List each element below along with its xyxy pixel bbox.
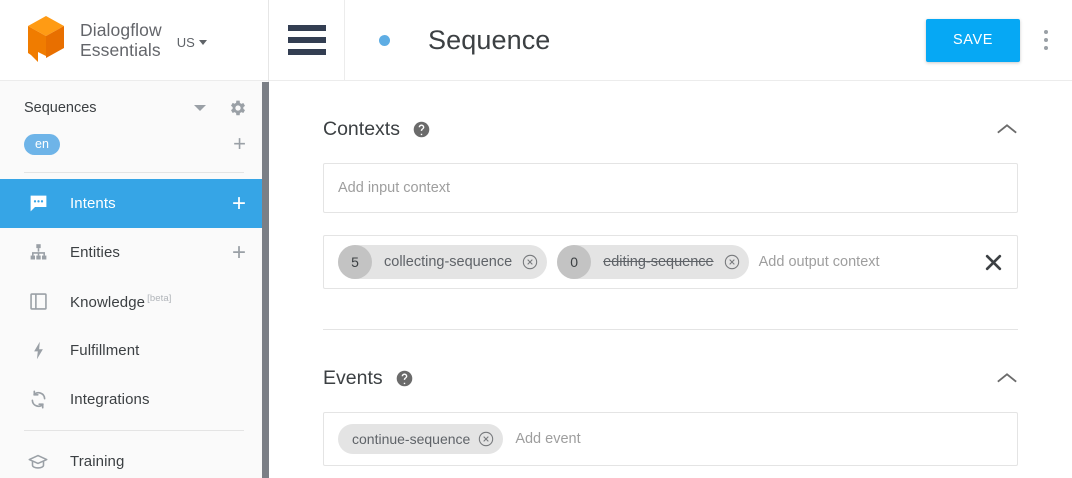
sidebar-scrollbar[interactable]: [262, 82, 269, 478]
sidebar-divider-2: [24, 430, 244, 431]
beta-badge: [beta]: [147, 292, 172, 304]
gear-icon[interactable]: [228, 98, 248, 118]
hamburger-menu-icon[interactable]: [269, 0, 345, 81]
events-field[interactable]: continue-sequence Add event: [323, 412, 1018, 466]
content-area: Contexts Add input context: [269, 81, 1072, 466]
title-area: Sequence: [345, 25, 926, 56]
sidebar-divider: [24, 172, 244, 173]
chip-lifespan-count[interactable]: 0: [557, 245, 592, 279]
sidebar-item-training[interactable]: Training: [0, 437, 268, 478]
context-chip[interactable]: 5 collecting-sequence: [338, 245, 548, 279]
chip-remove-icon[interactable]: [522, 254, 538, 270]
sidebar-item-label: Knowledge[beta]: [70, 293, 172, 311]
input-context-placeholder: Add input context: [338, 180, 451, 196]
sidebar-item-label: Fulfillment: [70, 342, 140, 359]
help-circle-icon[interactable]: [413, 121, 430, 138]
brand-name: Dialogflow Essentials: [80, 20, 162, 60]
training-cap-icon: [26, 451, 50, 473]
save-button[interactable]: SAVE: [926, 18, 1020, 62]
sidebar: Dialogflow Essentials US Sequences en +: [0, 0, 269, 478]
close-x-icon[interactable]: [984, 253, 1003, 272]
agent-name[interactable]: Sequences: [24, 99, 97, 116]
chevron-up-icon[interactable]: [996, 122, 1018, 136]
chevron-up-icon[interactable]: [996, 371, 1018, 385]
output-chip-row: 5 collecting-sequence 0 editing-sequence: [338, 245, 1003, 279]
integrations-refresh-icon: [26, 389, 50, 410]
caret-down-icon: [198, 39, 207, 45]
section-title: Events: [323, 366, 383, 389]
sidebar-item-label: Training: [70, 453, 125, 470]
page-title: Sequence: [428, 24, 551, 55]
language-row: en +: [0, 125, 268, 163]
section-divider: [323, 329, 1018, 330]
sidebar-item-integrations[interactable]: Integrations: [0, 375, 268, 424]
input-context-field[interactable]: Add input context: [323, 163, 1018, 213]
add-language-plus-icon[interactable]: +: [233, 131, 246, 156]
chip-label: collecting-sequence: [384, 254, 513, 270]
region-selector[interactable]: US: [177, 35, 207, 50]
sidebar-item-fulfillment[interactable]: Fulfillment: [0, 326, 268, 375]
agent-selector-row: Sequences: [0, 90, 268, 125]
help-circle-icon[interactable]: [396, 370, 413, 387]
language-pill-en[interactable]: en: [24, 133, 60, 155]
sidebar-nav: Intents + Entities +: [0, 179, 268, 478]
blue-status-dot: [379, 34, 390, 46]
region-label: US: [176, 34, 195, 50]
chip-remove-icon[interactable]: [724, 254, 740, 270]
sidebar-item-intents[interactable]: Intents +: [0, 179, 268, 228]
event-chip[interactable]: continue-sequence: [338, 424, 504, 454]
spacer: [323, 213, 1018, 235]
sidebar-item-label: Entities: [70, 244, 120, 261]
top-bar: Sequence SAVE: [269, 0, 1072, 81]
events-section: Events continue-sequence: [323, 330, 1018, 466]
fulfillment-bolt-icon: [26, 340, 50, 361]
sidebar-item-label: Integrations: [70, 391, 150, 408]
chip-lifespan-count[interactable]: 5: [338, 245, 372, 279]
contexts-header: Contexts: [323, 109, 1018, 149]
output-context-field[interactable]: 5 collecting-sequence 0 editing-sequence: [323, 235, 1018, 289]
sidebar-item-entities[interactable]: Entities +: [0, 228, 268, 277]
brand-header: Dialogflow Essentials US: [0, 0, 268, 81]
contexts-section: Contexts Add input context: [323, 81, 1018, 330]
chip-remove-icon[interactable]: [478, 431, 494, 447]
chip-label: editing-sequence: [603, 254, 714, 270]
knowledge-book-icon: [26, 291, 50, 312]
entities-hierarchy-icon: [26, 242, 50, 263]
add-intent-plus-icon[interactable]: +: [231, 189, 246, 217]
output-context-placeholder: Add output context: [758, 254, 880, 270]
intents-chat-icon: [26, 193, 50, 214]
caret-down-icon[interactable]: [194, 104, 206, 111]
add-entity-plus-icon[interactable]: +: [231, 238, 246, 266]
dialogflow-cube-logo: [28, 16, 64, 62]
section-title: Contexts: [323, 117, 400, 140]
events-header: Events: [323, 358, 1018, 398]
chip-label: continue-sequence: [352, 431, 471, 447]
kebab-menu-icon[interactable]: [1020, 0, 1072, 81]
sidebar-item-knowledge[interactable]: Knowledge[beta]: [0, 277, 268, 326]
event-placeholder: Add event: [515, 431, 581, 447]
sidebar-item-text: Knowledge: [70, 293, 146, 311]
main-panel: Sequence SAVE Contexts: [269, 0, 1072, 478]
context-chip[interactable]: 0 editing-sequence: [557, 245, 749, 279]
sidebar-item-label: Intents: [70, 195, 116, 212]
